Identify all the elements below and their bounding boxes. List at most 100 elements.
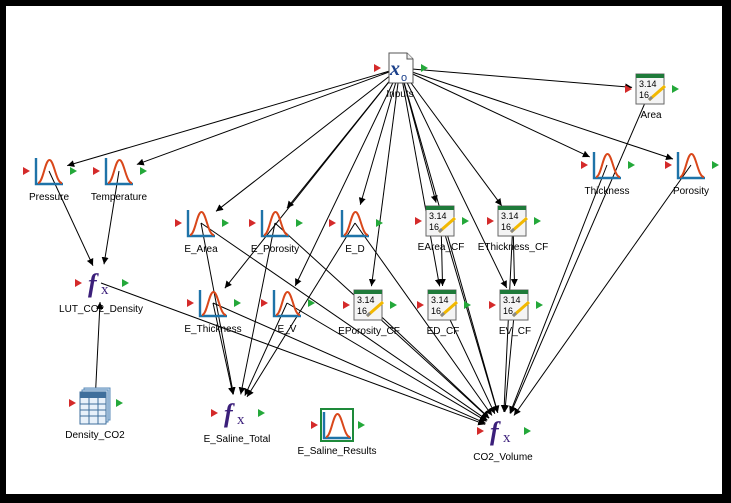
- input-port: [625, 85, 632, 93]
- svg-text:o: o: [401, 72, 407, 84]
- node-label: LUT_CO2_Density: [59, 304, 143, 315]
- node-label: Temperature: [90, 192, 148, 203]
- svg-text:x: x: [503, 430, 511, 446]
- output-port: [376, 219, 383, 227]
- arrow-e-v-to-co2-volume: [286, 302, 487, 422]
- value-element-icon: 3.14 16: [496, 204, 530, 238]
- input-port: [374, 64, 381, 72]
- svg-text:x: x: [237, 412, 245, 428]
- output-port: [296, 219, 303, 227]
- output-port: [390, 301, 397, 309]
- input-port: [487, 217, 494, 225]
- arrow-ed-cf-to-co2-volume: [442, 304, 496, 415]
- node-label: EThickness_CF: [477, 242, 549, 253]
- output-port: [116, 399, 123, 407]
- input-port: [489, 301, 496, 309]
- input-port: [249, 219, 256, 227]
- node-label: ED_CF: [426, 326, 460, 337]
- arrow-e-d-to-e-saline-total: [246, 222, 356, 398]
- node-label: E_Area: [184, 244, 218, 255]
- svg-text:x: x: [389, 58, 400, 80]
- output-port: [536, 301, 543, 309]
- svg-text:3.14: 3.14: [503, 295, 521, 305]
- arrow-inputs-to-thickness: [399, 67, 591, 158]
- input-port: [417, 301, 424, 309]
- arrow-e-v-to-e-saline-total: [244, 302, 288, 396]
- output-port: [421, 64, 428, 72]
- result-distribution-icon: [320, 408, 354, 442]
- output-port: [672, 85, 679, 93]
- influence-arrows: [48, 67, 692, 426]
- function-icon: f x: [486, 414, 520, 448]
- arrow-inputs-to-e-d: [358, 67, 401, 205]
- model-canvas: [6, 6, 722, 494]
- arrow-e-d-to-co2-volume: [354, 222, 493, 416]
- arrow-inputs-to-e-area: [215, 67, 401, 212]
- input-port: [665, 161, 672, 169]
- node-label: Density_CO2: [65, 430, 125, 441]
- output-port: [524, 427, 531, 435]
- arrow-inputs-to-eporosity-cf: [368, 67, 401, 287]
- function-icon: f x: [84, 266, 118, 300]
- arrow-e-area-to-e-saline-total: [200, 222, 236, 395]
- input-port: [329, 219, 336, 227]
- arrow-inputs-to-ev-cf: [399, 67, 508, 289]
- arrow-inputs-to-area: [399, 67, 633, 91]
- arrow-e-porosity-to-e-saline-total: [238, 222, 276, 395]
- input-port: [311, 421, 318, 429]
- input-port: [415, 217, 422, 225]
- input-port: [93, 167, 100, 175]
- output-port: [122, 279, 129, 287]
- input-port: [477, 427, 484, 435]
- svg-text:16: 16: [639, 90, 649, 100]
- arrow-pressure-to-lut-co2-density: [48, 170, 94, 266]
- arrow-temperature-to-lut-co2-density: [101, 170, 120, 265]
- arrow-lut-co2-density-to-co2-volume: [100, 282, 486, 426]
- svg-text:16: 16: [429, 222, 439, 232]
- svg-text:16: 16: [357, 306, 367, 316]
- node-label: Area: [640, 110, 662, 121]
- output-port: [258, 409, 265, 417]
- lookup-table-icon: [78, 386, 112, 425]
- arrow-density-co2-to-lut-co2-density: [94, 301, 104, 404]
- svg-text:f: f: [224, 399, 235, 428]
- arrow-eporosity-cf-to-co2-volume: [368, 304, 490, 419]
- input-port: [175, 219, 182, 227]
- input-port: [343, 301, 350, 309]
- output-port: [464, 301, 471, 309]
- arrow-e-thickness-to-e-saline-total: [212, 302, 235, 395]
- svg-text:3.14: 3.14: [501, 211, 519, 221]
- output-port: [308, 299, 315, 307]
- stochastic-distribution-icon: [270, 286, 304, 320]
- svg-text:3.14: 3.14: [431, 295, 449, 305]
- arrow-e-thickness-to-co2-volume: [212, 302, 486, 424]
- node-label: E_Saline_Total: [203, 434, 271, 445]
- output-port: [70, 167, 77, 175]
- stochastic-distribution-icon: [196, 286, 230, 320]
- arrow-inputs-to-co2-volume: [399, 67, 500, 413]
- stochastic-distribution-icon: [102, 154, 136, 188]
- node-label: E_Porosity: [250, 244, 300, 255]
- input-port: [581, 161, 588, 169]
- input-port: [187, 299, 194, 307]
- svg-text:16: 16: [501, 222, 511, 232]
- output-port: [712, 161, 719, 169]
- node-label: EV_CF: [498, 326, 532, 337]
- output-port: [628, 161, 635, 169]
- input-port: [211, 409, 218, 417]
- svg-text:f: f: [490, 417, 501, 446]
- arrow-thickness-to-co2-volume: [509, 164, 608, 414]
- output-port: [358, 421, 365, 429]
- node-label: Thickness: [584, 186, 630, 197]
- arrow-ev-cf-to-co2-volume: [501, 304, 516, 413]
- svg-text:3.14: 3.14: [429, 211, 447, 221]
- arrow-inputs-to-temperature: [136, 67, 401, 166]
- data-container-icon: x o: [383, 51, 417, 85]
- svg-text:f: f: [88, 269, 99, 298]
- function-icon: f x: [220, 396, 254, 430]
- node-label: E_Saline_Results: [297, 446, 377, 457]
- node-label: E_Thickness: [184, 324, 242, 335]
- arrow-inputs-to-pressure: [67, 67, 401, 168]
- input-port: [261, 299, 268, 307]
